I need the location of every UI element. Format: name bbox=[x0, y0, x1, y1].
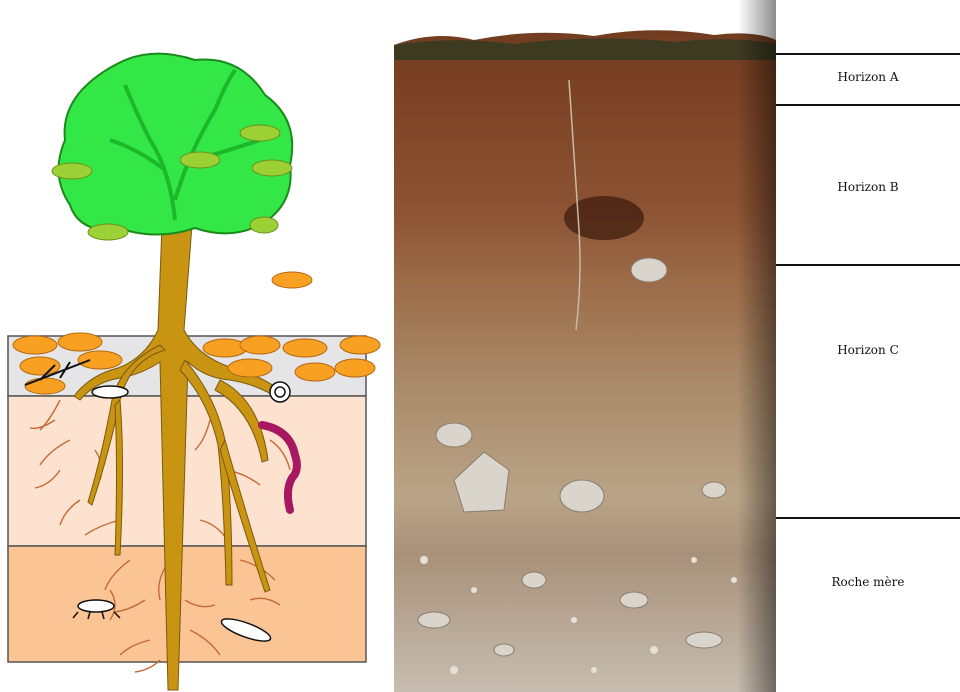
horizon-c-label: Horizon C bbox=[776, 343, 960, 357]
bedrock-label: Roche mère bbox=[776, 575, 960, 589]
snail-icon bbox=[270, 382, 290, 402]
soil-profile-photo bbox=[394, 0, 776, 692]
mineral-layer bbox=[8, 546, 366, 662]
humus-layer bbox=[8, 396, 366, 546]
horizon-separator bbox=[776, 264, 960, 266]
horizon-b-label: Horizon B bbox=[776, 180, 960, 194]
tree-soil-illustration bbox=[0, 0, 390, 692]
horizon-a-label: Horizon A bbox=[776, 70, 960, 84]
horizon-separator bbox=[776, 53, 960, 55]
falling-leaf bbox=[272, 272, 312, 288]
springtail-icon bbox=[92, 386, 128, 398]
horizon-separator bbox=[776, 517, 960, 519]
horizon-separator bbox=[776, 104, 960, 106]
